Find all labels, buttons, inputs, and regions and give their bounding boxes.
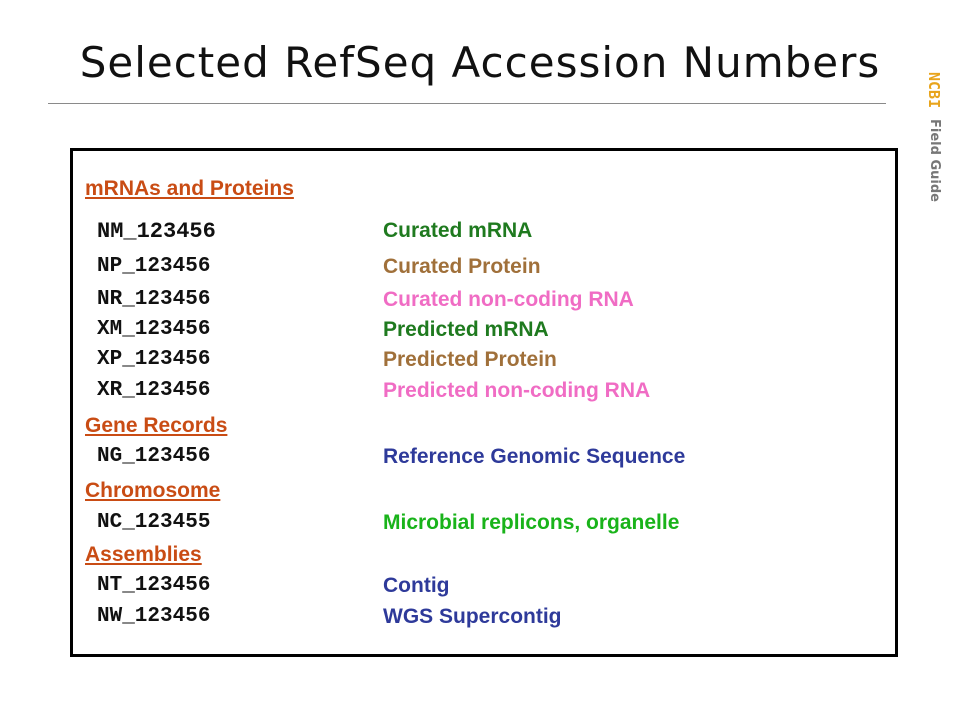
accession-code: NM_123456 xyxy=(97,219,216,244)
accession-description: Contig xyxy=(383,574,450,597)
accession-description: Microbial replicons, organelle xyxy=(383,511,680,534)
entry-row: NP_123456 Curated Protein xyxy=(85,255,865,285)
title-divider xyxy=(48,103,886,104)
entry-row: XR_123456 Predicted non-coding RNA xyxy=(85,379,865,409)
section-mrnas-proteins: mRNAs and Proteins xyxy=(85,177,294,200)
slide-title: Selected RefSeq Accession Numbers xyxy=(79,38,881,87)
accession-description: Curated Protein xyxy=(383,255,541,278)
accession-description: Curated mRNA xyxy=(383,219,533,242)
entry-row: NT_123456 Contig xyxy=(85,574,865,604)
accession-code: NG_123456 xyxy=(97,445,211,468)
accession-table: mRNAs and Proteins NM_123456 Curated mRN… xyxy=(70,148,898,657)
accession-code: NW_123456 xyxy=(97,605,211,628)
ncbi-brand-logo: NCBI Field Guide xyxy=(925,72,943,202)
accession-code: XR_123456 xyxy=(97,379,211,402)
section-assemblies: Assemblies xyxy=(85,543,202,566)
accession-description: Predicted Protein xyxy=(383,348,557,371)
entry-row: NW_123456 WGS Supercontig xyxy=(85,605,865,635)
brand-ncbi: NCBI xyxy=(925,72,943,109)
brand-field-guide: Field Guide xyxy=(927,118,942,202)
accession-code: XP_123456 xyxy=(97,348,211,371)
section-chromosome: Chromosome xyxy=(85,479,221,502)
accession-description: Reference Genomic Sequence xyxy=(383,445,686,468)
entry-row: NR_123456 Curated non-coding RNA xyxy=(85,288,865,318)
accession-code: NP_123456 xyxy=(97,255,211,278)
accession-code: NC_123455 xyxy=(97,511,211,534)
entry-row: NG_123456 Reference Genomic Sequence xyxy=(85,445,865,475)
accession-description: Curated non-coding RNA xyxy=(383,288,634,311)
accession-description: WGS Supercontig xyxy=(383,605,562,628)
accession-code: XM_123456 xyxy=(97,318,211,341)
accession-code: NR_123456 xyxy=(97,288,211,311)
section-gene-records: Gene Records xyxy=(85,414,228,437)
entry-row: NC_123455 Microbial replicons, organelle xyxy=(85,511,865,541)
entry-row: XM_123456 Predicted mRNA xyxy=(85,318,865,348)
accession-code: NT_123456 xyxy=(97,574,211,597)
entry-row: NM_123456 Curated mRNA xyxy=(85,219,865,249)
accession-description: Predicted mRNA xyxy=(383,318,549,341)
accession-description: Predicted non-coding RNA xyxy=(383,379,651,402)
entry-row: XP_123456 Predicted Protein xyxy=(85,348,865,378)
